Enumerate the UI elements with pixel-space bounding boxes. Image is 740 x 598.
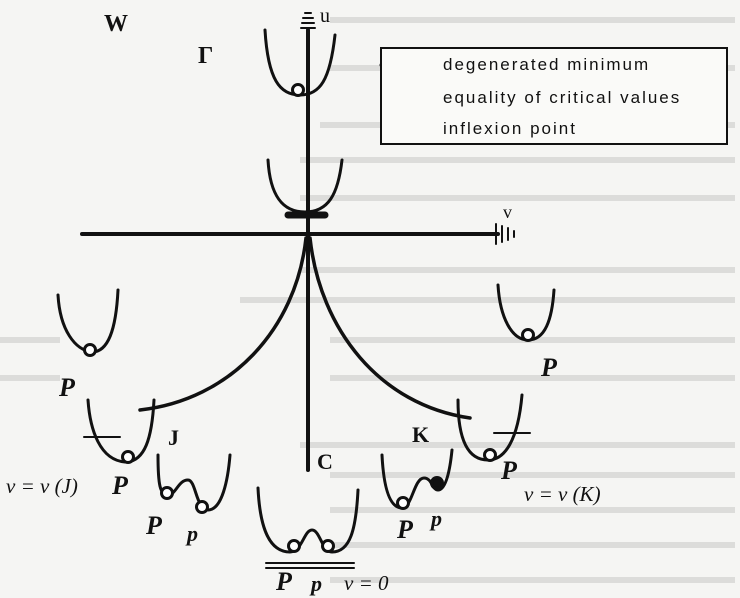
minimum-dot [160,486,174,500]
minimum-dot [321,539,335,553]
label-C: C [317,449,333,474]
minimum-dot [396,496,410,510]
label-v-equals-0: v = 0 [344,571,389,595]
legend-label-inflexion-point: inflexion point [443,119,577,138]
minimum-dot [521,328,535,342]
label-u-axis: u [320,5,330,27]
label-P-bottom-left: P [146,511,162,540]
label-v-axis: v [503,202,512,222]
label-P-J: P [112,471,128,500]
label-P-left: P [59,373,75,402]
legend-label-degenerated-minimum: degenerated minimum [443,55,651,74]
label-p-bottom-right: p [431,506,442,531]
label-gamma: Γ [198,43,214,69]
left-cusp-curve [138,236,308,412]
label-v-equals-vJ: v = v (J) [6,474,78,498]
potential-left [56,288,120,354]
minimum-dot [483,448,497,462]
label-P-right: P [541,353,557,382]
potential-degenerate-origin [266,158,344,214]
minimum-dot-filled [430,476,444,490]
v-axis-arrowhead [495,223,515,245]
potential-double-well-center [256,486,360,554]
label-J: J [168,425,179,450]
potential-double-well-left [156,453,232,512]
minimum-dot [287,539,301,553]
minimum-dot [83,343,97,357]
label-P-bottom-center: P [276,567,292,596]
legend-label-equality-critical-values: equality of critical values [443,88,682,107]
label-W: W [104,11,128,37]
u-axis-arrowhead [300,12,316,29]
label-v-equals-vK: v = v (K) [524,482,601,506]
minimum-dot [291,83,305,97]
label-K: K [412,422,430,447]
minimum-dot [121,450,135,464]
label-p-bottom-center: p [311,571,322,596]
label-p-bottom-left: p [187,521,198,546]
right-cusp-curve [308,236,472,420]
minimum-dot [195,500,209,514]
legend [380,47,728,145]
label-P-K: P [501,456,517,485]
potential-double-well-right [380,448,454,510]
label-P-bottom-right: P [397,515,413,544]
